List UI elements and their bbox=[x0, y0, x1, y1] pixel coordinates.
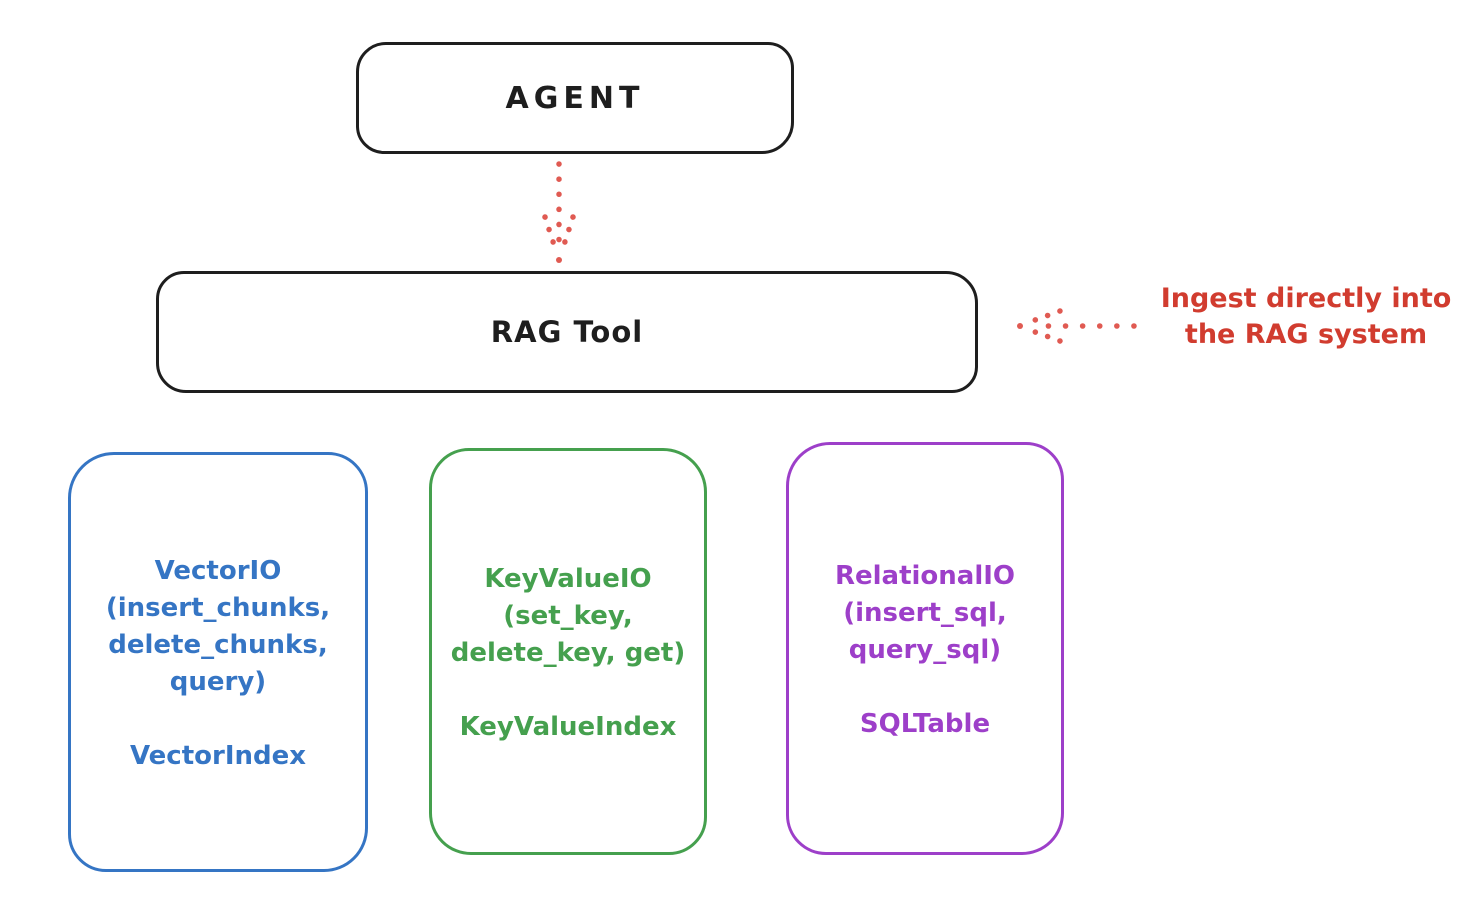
vector-io-node: VectorIO (insert_chunks, delete_chunks, … bbox=[68, 452, 368, 872]
rag-tool-label: RAG Tool bbox=[490, 315, 644, 349]
keyvalue-io-body: KeyValueIO (set_key, delete_key, get) bbox=[450, 564, 686, 668]
ingest-annotation-line1: Ingest directly into bbox=[1160, 283, 1452, 314]
sql-table-label: SQLTable bbox=[859, 708, 991, 739]
relational-io-body: RelationalIO (insert_sql, query_sql) bbox=[834, 561, 1016, 665]
vector-io-body: VectorIO (insert_chunks, delete_chunks, … bbox=[105, 556, 331, 697]
ingest-annotation-line2: the RAG system bbox=[1184, 319, 1428, 351]
relational-io-node: RelationalIO (insert_sql, query_sql) SQL… bbox=[786, 442, 1064, 855]
dotted-down-arrow-icon bbox=[536, 160, 582, 270]
agent-node: AGENT bbox=[356, 42, 794, 154]
vector-index-label: VectorIndex bbox=[129, 740, 307, 771]
keyvalue-index-label: KeyValueIndex bbox=[459, 711, 677, 742]
keyvalue-io-node: KeyValueIO (set_key, delete_key, get) Ke… bbox=[429, 448, 707, 855]
agent-label: AGENT bbox=[505, 80, 645, 116]
ingest-annotation: Ingest directly into the RAG system bbox=[1138, 281, 1474, 354]
dotted-left-arrow-icon bbox=[1012, 301, 1140, 353]
rag-tool-node: RAG Tool bbox=[156, 271, 978, 393]
